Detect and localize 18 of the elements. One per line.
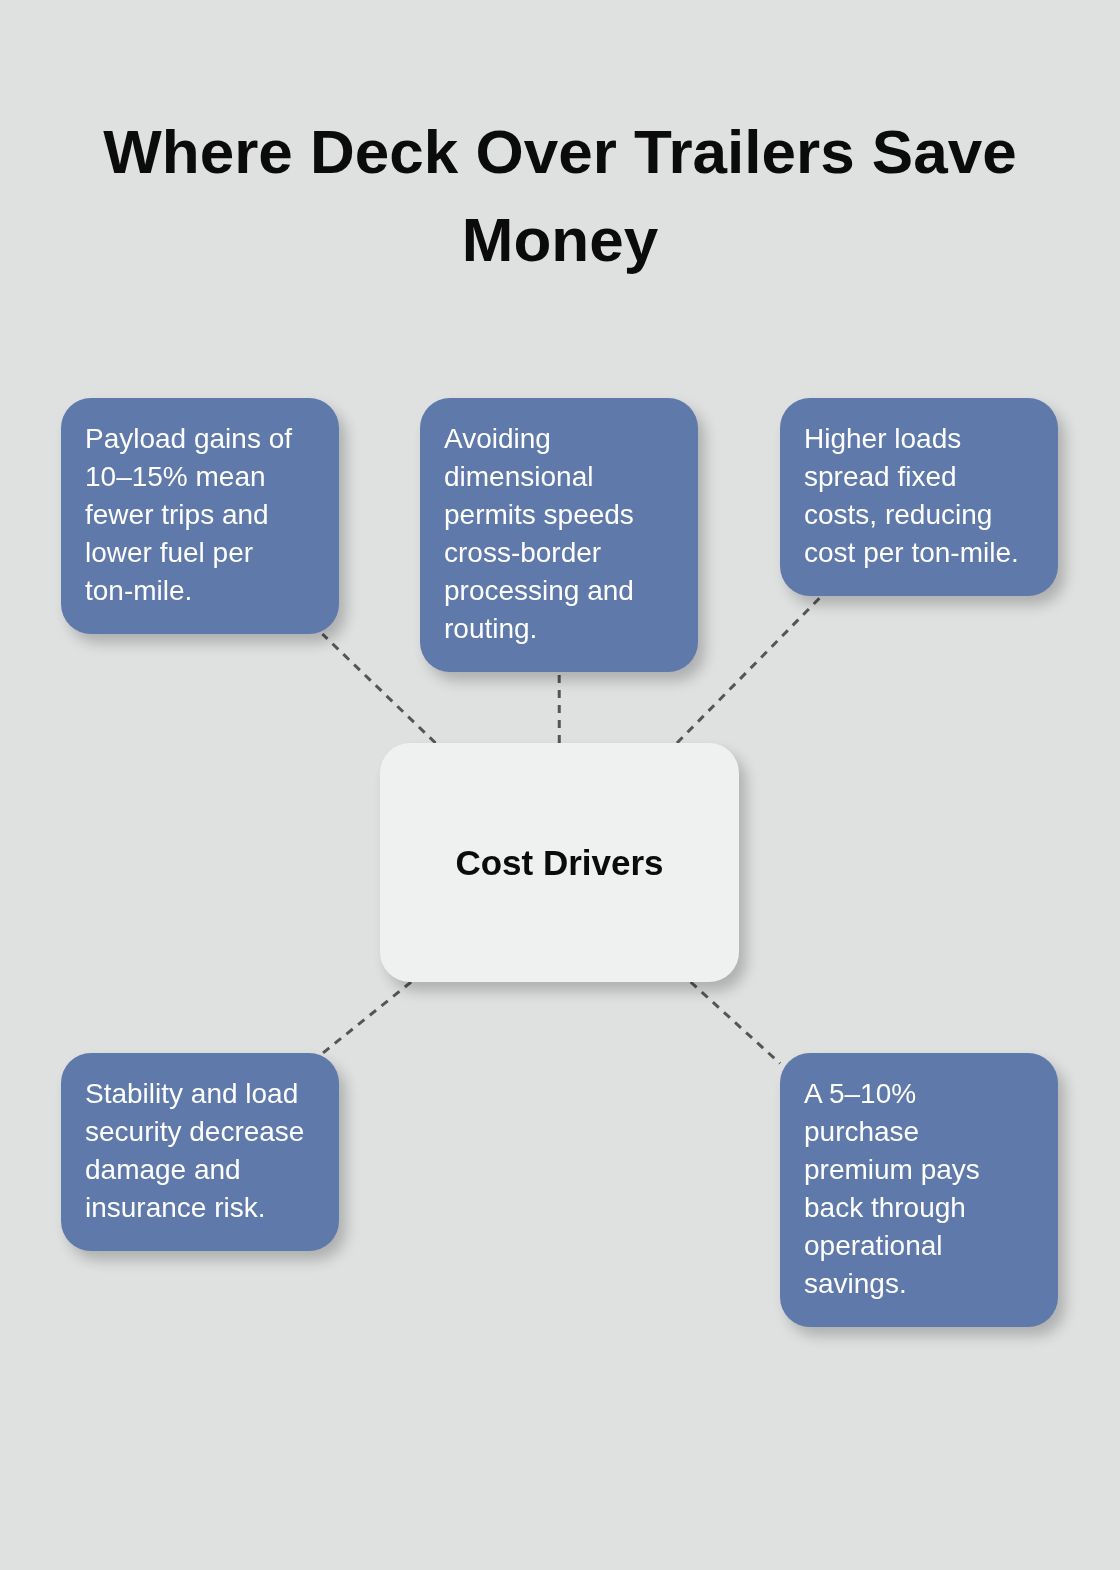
card-text: Payload gains of 10–15% mean fewer trips and lower fuel per ton-mile.: [85, 422, 294, 608]
card-text: Avoiding dimensional permits speeds cross-border processing and routing.: [444, 422, 635, 646]
dashed-connector: [557, 672, 561, 743]
info-card: [780, 398, 1058, 596]
info-card: [420, 398, 698, 672]
info-card: [61, 1053, 339, 1251]
card-text: Stability and load security decrease damage and insurance risk.: [85, 1077, 306, 1225]
dashed-connector: [675, 594, 823, 745]
info-card: [780, 1053, 1058, 1327]
hub-label: Cost Drivers: [455, 842, 664, 883]
title: Where Deck Over Trailers Save Money: [102, 116, 1018, 276]
info-card: [61, 398, 339, 634]
dashed-connector: [689, 980, 781, 1065]
card-text: Higher loads spread fixed costs, reducing cost per ton-mile.: [804, 422, 1020, 570]
dashed-connector: [321, 980, 413, 1055]
card-text: A 5–10% purchase premium pays back through operational savings.: [804, 1077, 981, 1301]
dashed-connector: [321, 632, 437, 745]
central-box: [380, 743, 739, 982]
